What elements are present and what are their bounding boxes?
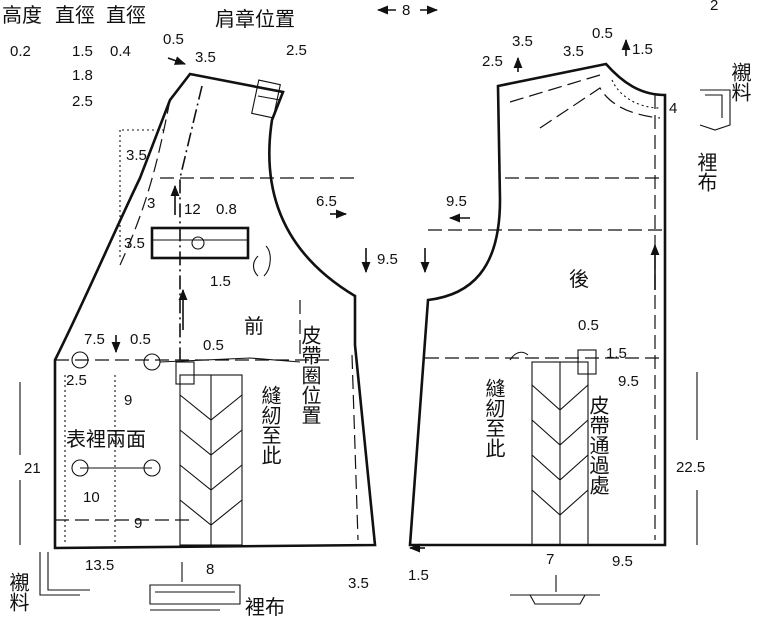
svg-text:皮帶通過處: 皮帶通過處 [586,395,610,495]
front-button-icon [71,351,89,369]
top-center-dim: 8 [376,2,439,19]
dim-b-05b: 0.5 [203,337,224,354]
dim-b-75: 7.5 [84,331,105,348]
svg-text:皮帶圈位置: 皮帶圈位置 [298,325,322,425]
dim-b-25: 2.5 [66,372,87,389]
svg-text:裡布: 裡布 [694,152,718,192]
dim-pocket-3: 3 [147,195,155,212]
dim-neck-35b: 3.5 [563,43,584,60]
dim-side-21: 21 [24,460,41,477]
front-lining-label: 襯料 [6,572,30,612]
svg-text:縫紉至此: 縫紉至此 [258,385,282,465]
front-button-icon [143,353,161,371]
header-col-height: 高度 [2,3,42,27]
dim-neck-25: 2.5 [482,53,503,70]
header-table: 高度 直徑 直徑 0.2 1.5 1.8 2.5 0.4 [2,3,146,110]
dim-shoulder-c: 2.5 [286,42,307,59]
dim-b-9b: 9 [134,515,142,532]
dim-b-9: 9 [124,392,132,409]
shoulder-badge [251,79,281,119]
svg-text:襯料: 襯料 [6,572,30,612]
dim-back-armhole-95: 9.5 [446,193,467,210]
header-col-diameter-right: 直徑 [106,3,146,27]
dim-chest-35: 3.5 [126,147,147,164]
dim-shoulder-4: 4 [669,100,677,117]
dim-armhole-95: 9.5 [377,251,398,268]
dim-hem-35: 3.5 [348,575,369,592]
dim-hem-7: 7 [546,551,554,568]
dim-hem-8: 8 [206,561,214,578]
both-sides-label: 表裡兩面 [66,427,146,451]
dim-hem-15: 1.5 [408,567,429,584]
front-stitch-label: 縫紉至此 [258,385,282,465]
top-right-value: 2 [710,0,718,14]
dim-hem-135: 13.5 [85,557,114,574]
front-pocket [150,226,250,260]
dim-pocket-08: 0.8 [216,201,237,218]
dim-neck-35: 3.5 [512,33,533,50]
back-lining-cloth-label: 裡布 [694,152,718,192]
header-right-value: 0.4 [110,43,131,60]
dim-tab-95: 9.5 [618,373,639,390]
header-diameter-1: 1.5 [72,43,93,60]
dim-button-15: 1.5 [210,273,231,290]
top-center-value: 8 [402,2,410,19]
header-col-diameter-left: 直徑 [55,3,95,27]
front-lining-cloth-label: 裡布 [245,595,285,619]
dim-shoulder-b: 3.5 [195,49,216,66]
back-lining-label: 襯料 [728,62,752,102]
svg-text:襯料: 襯料 [728,62,752,102]
dim-tab-15: 1.5 [606,345,627,362]
dim-pocket-12: 12 [184,201,201,218]
front-title: 前 [244,314,264,338]
dim-neck-05: 0.5 [592,25,613,42]
header-height-value: 0.2 [10,43,31,60]
dim-b-05: 0.5 [130,331,151,348]
dim-b-10: 10 [83,489,100,506]
back-stitch-label: 縫紉至此 [482,378,506,458]
dim-side-225: 22.5 [676,459,705,476]
front-piece [39,72,377,611]
dim-shoulder-a: 0.5 [163,31,184,48]
front-chevron-panel [179,374,243,546]
back-title: 後 [569,267,589,291]
pocket-button-icon [191,236,205,250]
dim-hem-95: 9.5 [612,553,633,570]
dim-neck-15: 1.5 [632,41,653,58]
svg-text:縫紉至此: 縫紉至此 [482,378,506,458]
dim-armhole-65: 6.5 [316,193,337,210]
header-diameter-2: 1.8 [72,67,93,84]
shoulder-badge-label: 肩章位置 [215,7,295,31]
back-piece [408,38,731,605]
back-chevron-panel [531,361,589,546]
dim-pocket-35: 3.5 [124,235,145,252]
belt-loop-label: 皮帶圈位置 [298,325,322,425]
belt-pass-label: 皮帶通過處 [586,395,610,495]
dim-tab-05: 0.5 [578,317,599,334]
front-outline [53,72,377,550]
back-outline [408,62,667,547]
header-diameter-3: 2.5 [72,93,93,110]
